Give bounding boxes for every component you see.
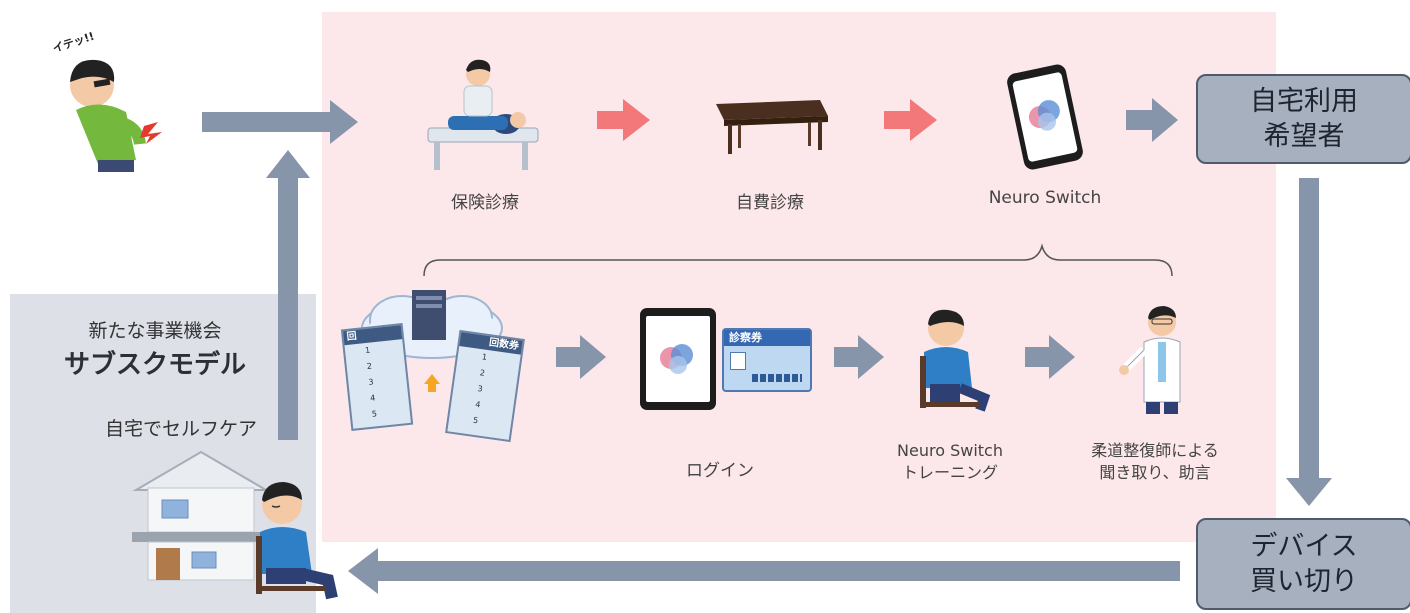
clinic-card-title: 診察券 xyxy=(724,330,810,346)
ticket-sheet-left-icon: 回 1 2 3 4 5 xyxy=(340,323,414,431)
subscription-model: サブスクモデル xyxy=(63,350,246,380)
self-care-label: 自宅でセルフケア xyxy=(104,418,257,440)
ticket-left-num-5: 5 xyxy=(371,409,378,419)
arrow-neuro-to-home-use xyxy=(1126,98,1178,142)
arrow-self-pay-to-neuro xyxy=(884,99,937,141)
home-use-line2: 希望者 xyxy=(1263,121,1345,152)
treatment-bed-icon xyxy=(427,59,539,170)
tablet-app-icon xyxy=(640,308,716,410)
arrow-device-to-home xyxy=(348,548,1180,594)
neuro-switch-label: Neuro Switch xyxy=(988,188,1102,208)
advice-line1: 柔道整復師による xyxy=(1091,441,1219,460)
device-buy-line2: 買い切り xyxy=(1250,566,1358,597)
clinic-card-icon: 診察券 xyxy=(722,328,812,392)
arrow-insurance-to-self-pay xyxy=(597,99,650,141)
home-use-line1: 自宅利用 xyxy=(1250,86,1358,117)
arrow-training-to-advice xyxy=(1025,335,1075,379)
brace xyxy=(423,243,1173,277)
insurance-label: 保険診療 xyxy=(451,193,519,213)
training-label: Neuro Switch トレーニング xyxy=(870,440,1030,484)
arrow-patient-to-clinic xyxy=(202,100,358,144)
training-line2: トレーニング xyxy=(901,463,998,482)
training-line1: Neuro Switch xyxy=(897,441,1003,460)
home-use-applicant-box: 自宅利用 希望者 xyxy=(1196,74,1410,164)
arrow-ticket-to-login xyxy=(556,335,606,379)
advice-label: 柔道整復師による 聞き取り、助言 xyxy=(1070,440,1240,484)
login-label: ログイン xyxy=(686,461,754,481)
relaxing-person-icon xyxy=(256,482,338,600)
arrow-home-use-down xyxy=(1286,178,1332,506)
device-purchase-box: デバイス 買い切り xyxy=(1196,518,1410,610)
doctor-icon xyxy=(1119,306,1181,414)
massage-table-icon xyxy=(716,100,828,154)
device-buy-line1: デバイス xyxy=(1250,531,1358,562)
arrow-login-to-training xyxy=(834,335,884,379)
training-person-icon xyxy=(920,309,991,412)
arrow-selfcare-up xyxy=(266,150,310,440)
smartphone-app-icon xyxy=(1007,64,1083,170)
house-icon xyxy=(132,450,270,581)
new-business-opportunity: 新たな事業機会 xyxy=(88,320,222,342)
self-pay-label: 自費診療 xyxy=(736,193,804,213)
patient-back-pain-icon xyxy=(70,59,162,172)
advice-line2: 聞き取り、助言 xyxy=(1099,463,1211,482)
